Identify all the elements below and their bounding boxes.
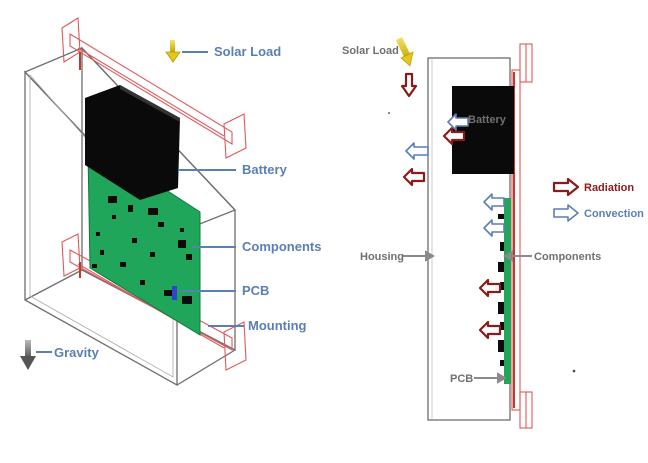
components-label: Components [242,239,321,254]
side-battery [452,86,514,174]
convection-arrow-icon [405,142,429,160]
radiation-arrow-icon [478,320,502,340]
mounting-label: Mounting [248,318,307,333]
convection-legend-label: Convection [584,208,644,220]
side-leaders [402,250,532,384]
radiation-arrow-icon [442,126,466,146]
convection-arrow-icon [483,193,505,211]
side-section-view: Solar Load Battery Radiation Convection … [342,37,644,429]
radiation-legend-icon [552,177,580,197]
solar-load-icon [165,40,181,63]
pcb-connector [172,286,177,300]
side-pcb [504,198,511,384]
side-components-label: Components [534,251,601,263]
leader-lines-left [36,51,244,353]
convection-legend-icon [553,204,579,222]
solar-load-label: Solar Load [214,44,281,59]
side-battery-label: Battery [468,114,507,126]
radiation-arrow-icon [402,167,426,187]
marker-dot [388,112,390,114]
side-solar-icon [396,37,414,67]
housing-label: Housing [360,251,404,263]
gravity-icon [20,340,36,370]
side-components [498,214,504,366]
pcb-components [92,196,192,304]
radiation-arrow-icon [400,72,418,98]
battery-block [85,85,180,200]
gravity-label: Gravity [54,345,100,360]
side-solar-load-label: Solar Load [342,45,399,57]
side-pcb-label: PCB [450,373,473,385]
radiation-arrow-icon [478,278,502,298]
isometric-assembly: Solar Load Battery Components PCB Mounti… [20,17,321,387]
battery-label: Battery [242,162,288,177]
radiation-legend-label: Radiation [584,182,634,194]
marker-dot [572,369,576,373]
side-mount-plate [511,43,533,429]
pcb-label: PCB [242,283,269,298]
convection-arrow-icon [447,113,469,131]
convection-arrows [405,113,579,237]
radiation-arrows [400,72,580,340]
convection-arrow-icon [483,219,505,237]
